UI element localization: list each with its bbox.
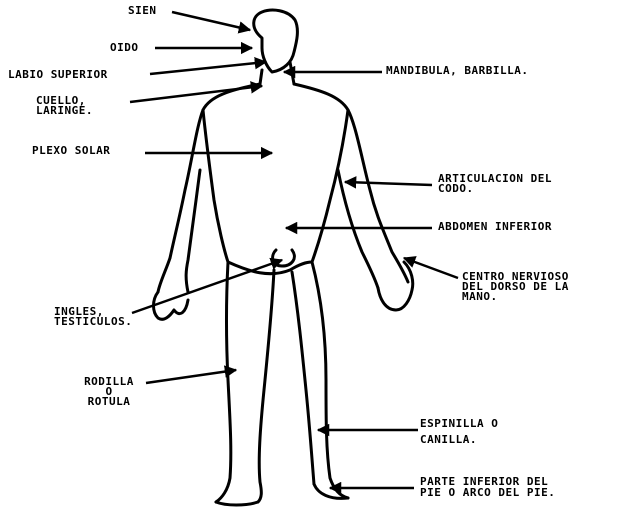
left-foot — [216, 502, 258, 505]
torso-left — [203, 110, 228, 262]
pointer-sien — [172, 12, 250, 30]
right-hand — [378, 262, 413, 310]
left-leg-inner — [258, 270, 274, 502]
pointer-ingles — [132, 260, 282, 313]
label-abdomen-inferior: ABDOMEN INFERIOR — [438, 222, 552, 232]
label-mano-line3: MANO. — [462, 292, 498, 302]
label-labio-superior: LABIO SUPERIOR — [8, 70, 108, 80]
pointer-rodilla — [146, 370, 236, 383]
label-espinilla-line2: CANILLA. — [420, 435, 477, 445]
pointer-labio — [150, 62, 266, 74]
label-rodilla-line3: ROTULA — [78, 397, 140, 407]
left-arm-outline — [158, 84, 260, 292]
label-oido: OIDO — [110, 43, 139, 53]
label-espinilla-line1: ESPINILLA O — [420, 419, 498, 429]
label-pie-line2: PIE O ARCO DEL PIE. — [420, 488, 555, 498]
label-mandibula: MANDIBULA, BARBILLA. — [386, 66, 528, 76]
label-cuello-line2: LARINGE. — [36, 106, 93, 116]
left-leg-outer — [216, 262, 231, 502]
label-codo-line2: CODO. — [438, 184, 474, 194]
label-plexo-solar: PLEXO SOLAR — [32, 146, 110, 156]
pointer-codo — [345, 182, 432, 185]
label-ingles-line2: TESTICULOS. — [54, 317, 132, 327]
genitals — [273, 250, 295, 266]
label-sien: SIEN — [128, 6, 157, 16]
right-leg-inner — [292, 272, 314, 484]
right-leg-outer — [312, 262, 348, 498]
pointer-cuello — [130, 86, 262, 102]
left-arm-inner — [186, 170, 200, 292]
